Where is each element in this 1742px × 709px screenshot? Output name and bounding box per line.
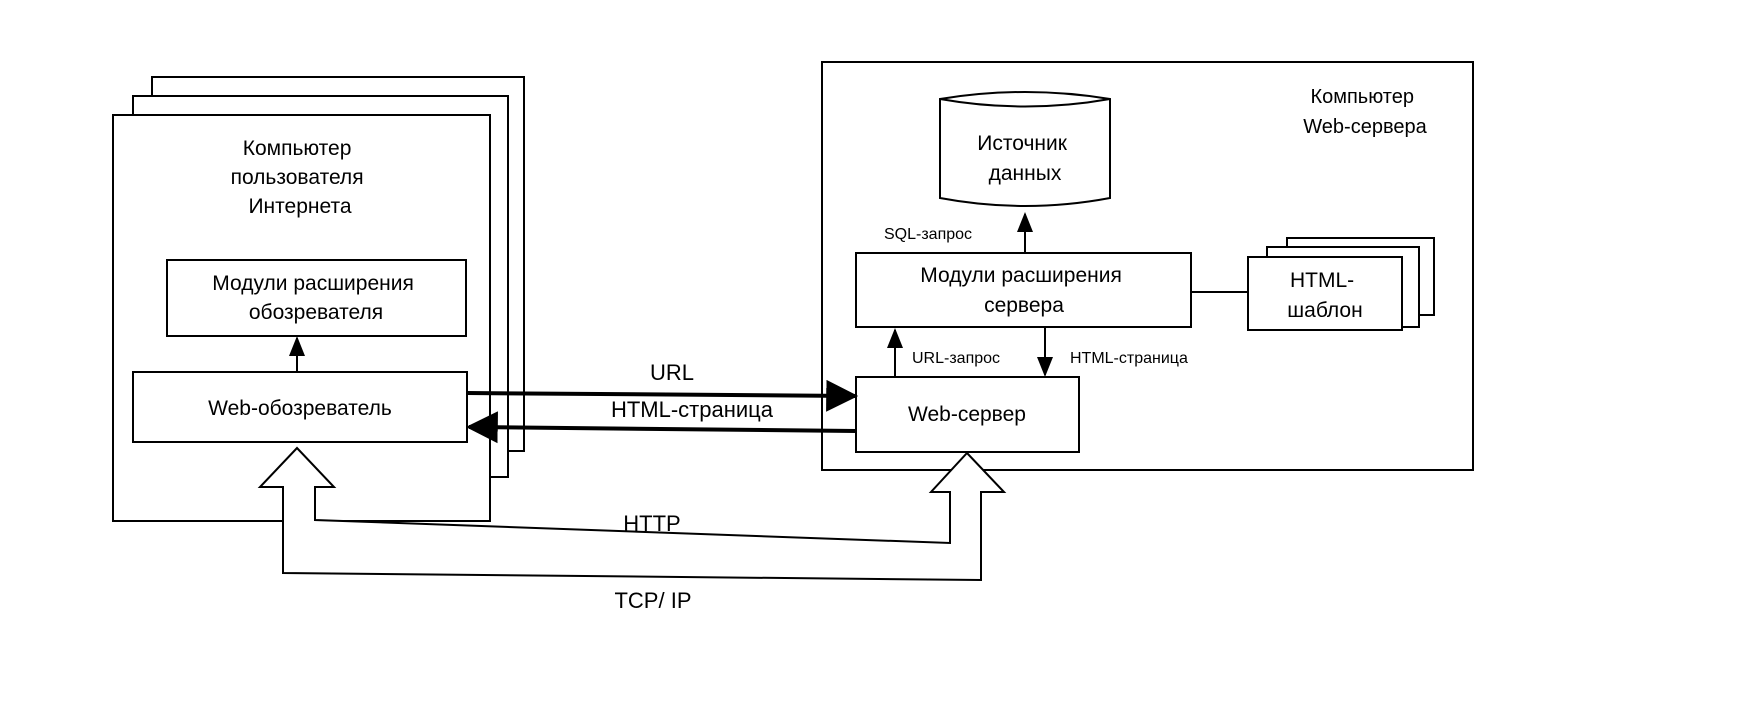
web-browser-label: Web-обозреватель: [208, 397, 392, 420]
data-source-cylinder-rim: [939, 98, 1111, 108]
web-server-label: Web-сервер: [908, 403, 1026, 426]
html-template-box: [1247, 256, 1403, 331]
client-computer-title: Компьютер пользователя Интернета: [231, 137, 370, 218]
web-server-box: [855, 376, 1080, 453]
html-page-internal-label: HTML-страница: [1070, 350, 1188, 367]
protocol-outlined-arrow: [257, 446, 1007, 582]
data-source-label: Источник данных: [977, 132, 1073, 185]
server-plugins-box: [855, 252, 1192, 328]
sql-request-label: SQL-запрос: [884, 226, 972, 243]
url-request-label: URL-запрос: [912, 350, 1000, 367]
url-label: URL: [650, 360, 694, 385]
server-computer-title: Компьютер Web-сервера: [1303, 86, 1427, 138]
browser-plugins-box: [166, 259, 467, 337]
server-computer-box: [821, 61, 1474, 471]
http-label: HTTP: [623, 511, 680, 536]
web-browser-box: [132, 371, 468, 443]
url-arrow: [466, 379, 859, 412]
server-plugins-label: Модули расширения сервера: [920, 264, 1127, 317]
html-page-arrow: [465, 411, 857, 444]
data-source-cylinder: [939, 91, 1111, 207]
html-page-label: HTML-страница: [611, 397, 774, 422]
html-template-stack: [1247, 237, 1435, 331]
browser-plugins-label: Модули расширения обозревателя: [212, 272, 419, 324]
html-template-label: HTML- шаблон: [1287, 269, 1362, 322]
tcpip-label: TCP/ IP: [614, 588, 691, 613]
